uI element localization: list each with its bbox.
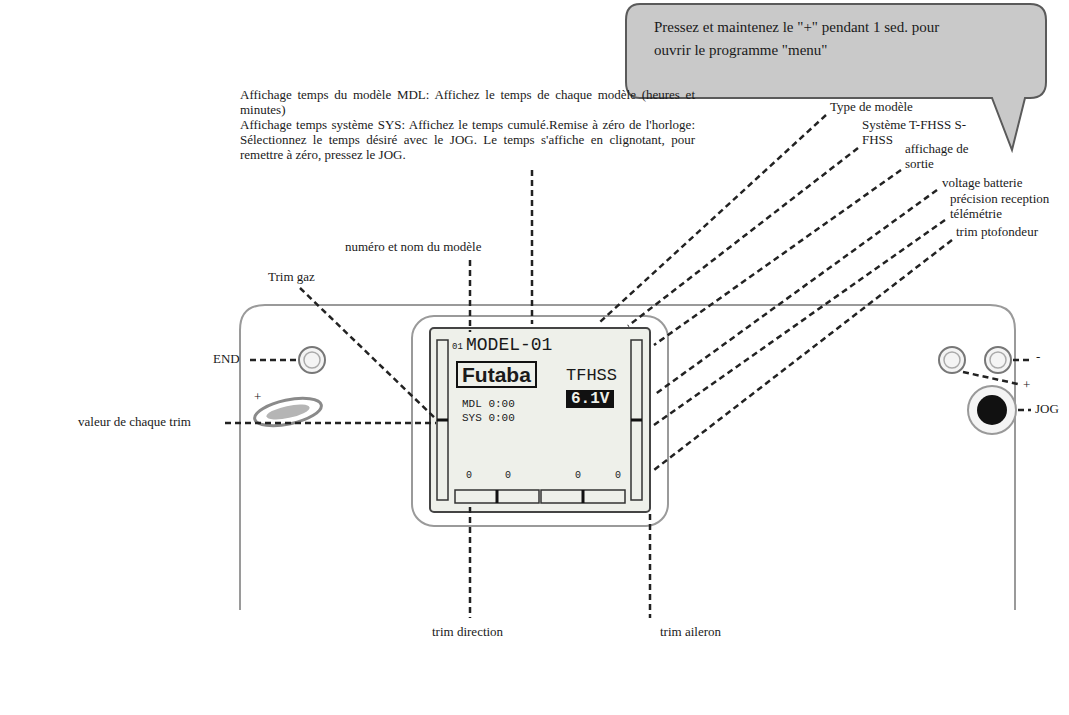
- screen-logo: Futaba: [456, 361, 537, 388]
- transmitter-housing: [240, 305, 1015, 610]
- lcd-screen: [430, 328, 650, 512]
- screen-text: MODEL-01: [466, 335, 552, 356]
- end-button: [299, 347, 325, 373]
- speech-bubble-box: Pressez et maintenez le "+" pendant 1 se…: [626, 4, 1046, 63]
- callout-label: -: [1036, 350, 1040, 365]
- screen-text: MDL 0:00: [462, 398, 515, 411]
- screen-text: SYS 0:00: [462, 412, 515, 425]
- trim-value: 0: [615, 470, 621, 482]
- callout-label: valeur de chaque trim: [78, 415, 191, 430]
- callout-label: affichage de sortie: [905, 142, 975, 172]
- trim-marker: [437, 419, 448, 422]
- callout-label: Affichage temps du modèle MDL: Affichez …: [240, 88, 695, 118]
- callout-label: trim direction: [432, 625, 503, 640]
- callout-label: +: [254, 390, 261, 405]
- callout-label: Trim gaz: [268, 270, 315, 285]
- trim-value: 0: [575, 470, 581, 482]
- trim-bar: [541, 490, 625, 503]
- trim-bar: [631, 340, 642, 500]
- trim-marker: [582, 490, 585, 503]
- callout-label: Affichage temps système SYS: Affichez le…: [240, 118, 695, 163]
- jog-dial: [968, 386, 1016, 434]
- callout-label: Type de modèle: [830, 100, 913, 115]
- logo: [265, 402, 311, 423]
- screen-text: TFHSS: [566, 366, 617, 386]
- callout-label: précision reception télémétrie: [950, 192, 1062, 222]
- trim-value: 0: [505, 470, 511, 482]
- screen-battery: 6.1V: [566, 390, 614, 408]
- callout-label: END: [213, 352, 240, 367]
- logo: [252, 393, 324, 431]
- plus-button: [939, 347, 965, 373]
- plus-button: [944, 352, 960, 368]
- screen-text: 01: [452, 342, 463, 352]
- trim-bar: [437, 340, 448, 500]
- jog-dial: [977, 395, 1007, 425]
- leader-lines: [225, 115, 1031, 618]
- callout-label: trim aileron: [660, 625, 721, 640]
- callout-label: +: [1023, 378, 1030, 393]
- trim-value: 0: [466, 470, 472, 482]
- callout-label: JOG: [1035, 402, 1059, 417]
- trim-marker: [631, 419, 642, 422]
- callout-label: voltage batterie: [942, 176, 1023, 191]
- trim-marker: [496, 490, 499, 503]
- end-button: [304, 352, 320, 368]
- minus-button: [990, 352, 1006, 368]
- callout-label: numéro et nom du modèle: [345, 240, 481, 255]
- trim-bar: [455, 490, 539, 503]
- minus-button: [985, 347, 1011, 373]
- screen-bezel: [412, 316, 668, 526]
- callout-label: trim ptofondeur: [956, 225, 1038, 240]
- bubble-text: Pressez et maintenez le "+" pendant 1 se…: [654, 16, 954, 63]
